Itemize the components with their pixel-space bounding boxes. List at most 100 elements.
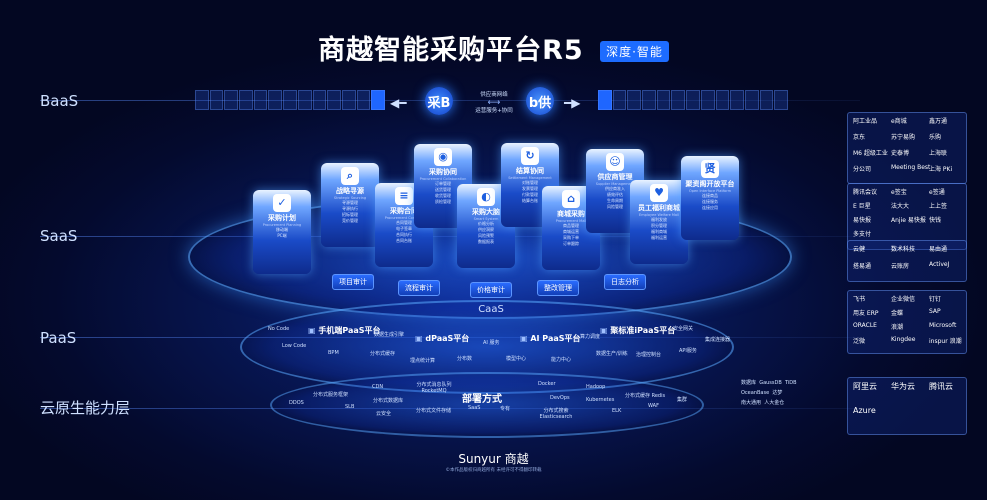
module-icon: 贤 [701,160,719,178]
cloud-disc [270,372,704,438]
logo-text: 鑫万通 [929,118,948,125]
title-text: 商越智能采购平台R5 [318,35,584,66]
cloud-label: ELK [612,408,622,414]
logo-text: 数据库 [741,380,757,386]
card-line: 商城运营 [563,229,579,234]
card-line: 订单管理 [435,181,451,186]
card-title: 供应商管理 [597,173,633,181]
card-line: 结算台账 [522,198,538,203]
page-title: 商越智能采购平台R5 深度·智能 [0,28,987,67]
module-icon: ≡ [395,187,413,205]
band-cell [686,90,700,110]
card-line: 收货管理 [435,193,451,198]
card-line: 发票管理 [522,186,538,191]
logo-text: Anjie 易快报 [891,217,926,224]
platform-ipaas: ▣ 聚标准iPaaS平台 [600,325,675,336]
band-cell [642,90,656,110]
card-line: 付款管理 [522,192,538,197]
card-line: 连接商品 [702,193,718,198]
logo-text: 上海 PKi [929,166,953,173]
card-line: 福利发放 [651,217,667,222]
logo-text: Kingdee [891,336,916,343]
paas-label: No Code [268,326,290,332]
footer-note: ©本作品版权归商越所有 未经许可不得翻印转载 [445,468,542,473]
logo-text: e签通 [929,189,945,196]
band-cell [744,90,759,110]
card-subtitle: Procurement Contract [384,216,424,220]
paas-label: 数据生产/训练 [596,351,628,357]
band-cell [209,90,224,110]
card-title: 员工福利商城 [638,204,680,212]
card-line: 连接服务 [702,199,718,204]
logo-text: 人大金仓 [764,400,785,406]
logo-text: ActiveJ [929,261,950,268]
platform-ai-paas: ▣ AI PaaS平台 [520,333,581,344]
card-subtitle: Strategic Sourcing [333,196,367,200]
card-title: 采购协同 [429,168,457,176]
pill-price-audit: 价格审计 [470,282,512,298]
cloud-label: DevOps [550,395,570,401]
card-subtitle: Open Interface Platform [688,189,731,193]
card-line: 福利商城 [651,229,667,234]
logo-text: ORACLE [853,322,877,329]
paas-label: API服务 [679,348,697,354]
card-line: 合同台账 [396,238,412,243]
db-logos: 数据库 GaussDB TiDB OceanBase 达梦 南大通用 人大金仓 [741,378,841,408]
band-cell [327,90,341,110]
p-icon: ▣ [600,326,611,335]
cloud-label: Hadoop [586,384,606,390]
logo-text: 阿工业品 [853,118,878,125]
logo-text: 分公司 [853,166,872,173]
logo-text: 腾讯云 [929,382,953,391]
platform-text: dPaaS平台 [425,334,470,343]
band-cell [671,90,686,110]
cloud-label: 集群 [677,397,688,403]
cloud-label: DDOS [289,400,304,406]
hub-supplier: b供 [526,87,554,115]
logo-text: 泛微 [853,338,866,345]
card-line: 质检管理 [435,199,451,204]
card-line: 寻源执行 [342,206,358,211]
module-icon: ◉ [434,148,452,166]
card-line: 商品管理 [563,223,579,228]
logo-text: 云健 [853,246,866,253]
arrow-left-icon: ◀━ [390,96,407,110]
cloud-label: SaaS [468,405,481,411]
band-cell [224,90,239,110]
logo-text: 钉钉 [929,296,942,303]
logo-text: 华为云 [891,382,915,391]
card-subtitle: Settlement Management [508,176,552,180]
cloud-label: 分布式缓存 Redis [625,393,666,399]
card-line: 寻源管理 [342,200,358,205]
logo-text: 苏宁易购 [891,134,916,141]
card-title: 聚资阁开放平台 [685,180,735,188]
card-line: 合同管理 [396,220,412,225]
band-cell [598,90,612,110]
cloud-label: 分布式服务框架 [313,392,349,398]
card-line: 移动端 [276,227,288,232]
logo-text: Azure [853,406,876,415]
cloud-label: Kubernetes [586,397,615,403]
card-line: 对账管理 [522,180,538,185]
logo-text: 金蝶 [891,310,904,317]
band-cell [774,90,788,110]
cloud-label: 云安全 [376,411,392,417]
card-subtitle: Procurement Mall [555,219,587,223]
module-icon: ◐ [477,188,495,206]
logo-text: TiDB [785,380,797,386]
paas-label: AI 服务 [483,340,500,346]
band-cell [341,90,356,110]
center-bottom-text: 运营服务+协同 [475,108,513,114]
module-icon: ☺ [606,153,624,171]
card-line: 供应商准入 [605,186,625,191]
paas-label: 埋点统计算 [410,358,436,364]
logo-text: Microsoft [929,322,957,329]
platform-dpaas: ▣ dPaaS平台 [415,333,469,344]
cloud-label: Docker [538,381,556,387]
card-line: 价格分析 [478,221,494,226]
